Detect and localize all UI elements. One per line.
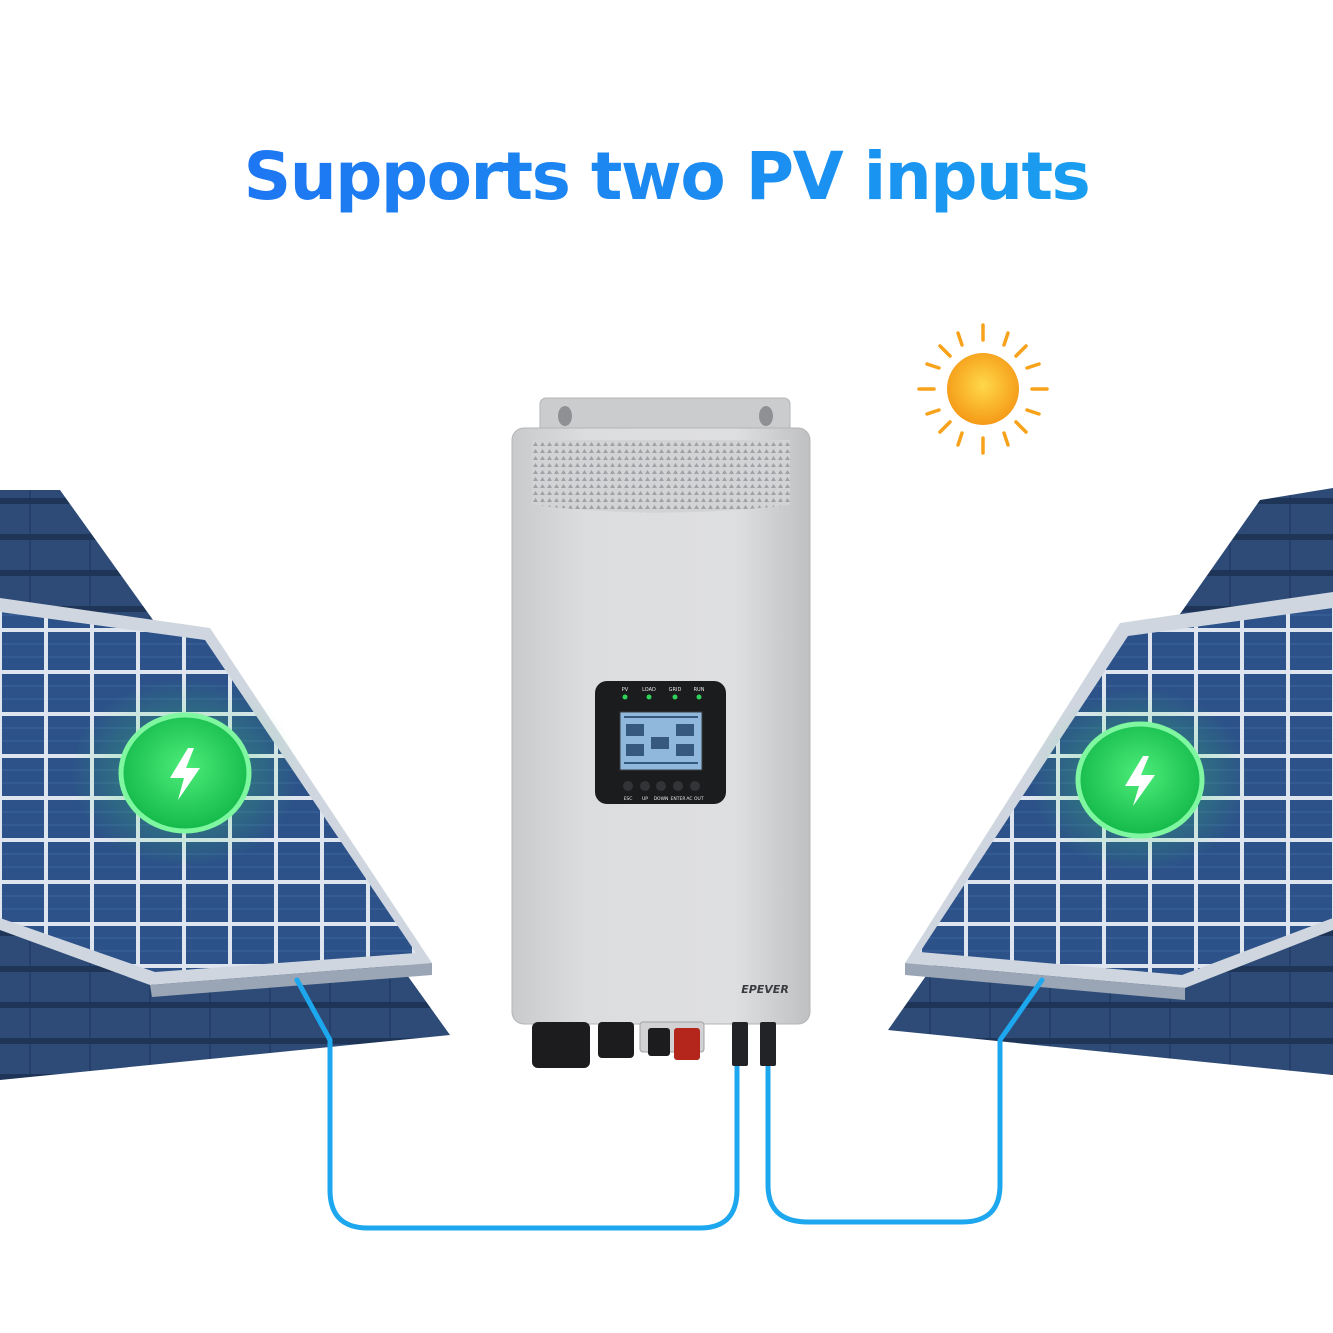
lightning-bolt-icon (170, 748, 200, 800)
button-label-up: UP (642, 796, 648, 802)
brand-logo: EPEVER (741, 983, 789, 996)
grid-led (672, 694, 678, 700)
pv2-connector (760, 1022, 776, 1066)
left-charge-indicator (70, 678, 300, 868)
pv-cables (294, 977, 1045, 1231)
run-led (696, 694, 702, 700)
sun-icon (917, 323, 1049, 455)
indicator-label-load: LOAD (642, 687, 656, 693)
button-label-enter: ENTER (671, 796, 686, 802)
indicator-label-run: RUN (694, 687, 705, 693)
button-label-down: DOWN (654, 796, 669, 802)
ac-terminal (532, 1022, 590, 1068)
indicator-label-grid: GRID (669, 687, 682, 693)
battery-negative-terminal (648, 1028, 670, 1056)
load-led (646, 694, 652, 700)
pv-led (622, 694, 628, 700)
headline: Supports two PV inputs (0, 138, 1333, 215)
lightning-bolt-icon (1125, 756, 1155, 806)
button-label-esc: ESC (624, 796, 633, 802)
status-indicators (622, 694, 702, 700)
right-charge-indicator (1030, 688, 1250, 872)
up-button (640, 781, 650, 791)
button-label-ac-out: AC OUT (686, 796, 703, 802)
enter-button (673, 781, 683, 791)
ac-out-button (690, 781, 700, 791)
battery-positive-terminal (674, 1028, 700, 1060)
pv2-cable (765, 977, 1045, 1225)
down-button (656, 781, 666, 791)
inverter-unit (511, 397, 811, 1068)
pv1-cable (294, 977, 740, 1231)
esc-button (623, 781, 633, 791)
indicator-label-pv: PV (622, 687, 629, 693)
control-buttons (623, 781, 700, 791)
pv1-connector (732, 1022, 748, 1066)
